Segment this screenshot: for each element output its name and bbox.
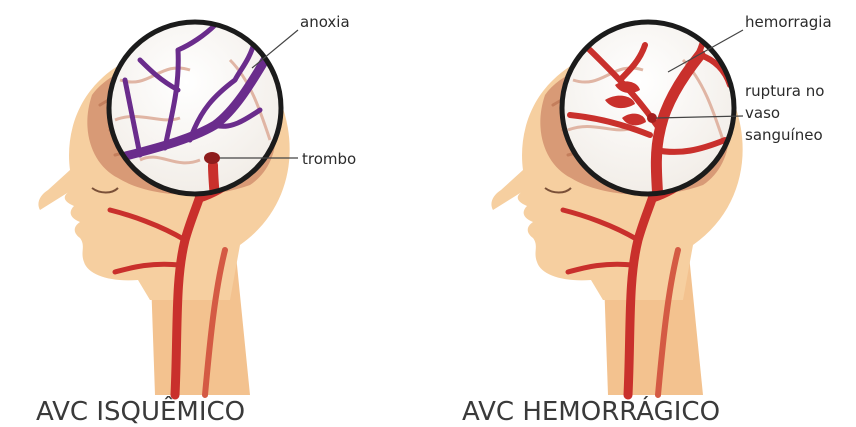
hemorrhagic-caption: AVC HEMORRÁGICO xyxy=(462,395,720,427)
hemorrhagic-panel: hemorragia ruptura no vaso sanguíneo AVC… xyxy=(462,13,832,427)
thrombus-label: trombo xyxy=(302,150,356,168)
hemorrhage-label: hemorragia xyxy=(745,13,832,31)
vessel-rupture-point xyxy=(647,113,657,123)
ischemic-panel: anoxia trombo AVC ISQUÊMICO xyxy=(36,13,356,427)
ischemic-caption: AVC ISQUÊMICO xyxy=(36,395,245,427)
rupture-label-line1: ruptura no xyxy=(745,82,824,100)
thrombus-clot xyxy=(204,152,220,164)
rupture-label-line3: sanguíneo xyxy=(745,126,823,144)
anoxia-label: anoxia xyxy=(300,13,350,31)
rupture-label-line2: vaso xyxy=(745,104,780,122)
